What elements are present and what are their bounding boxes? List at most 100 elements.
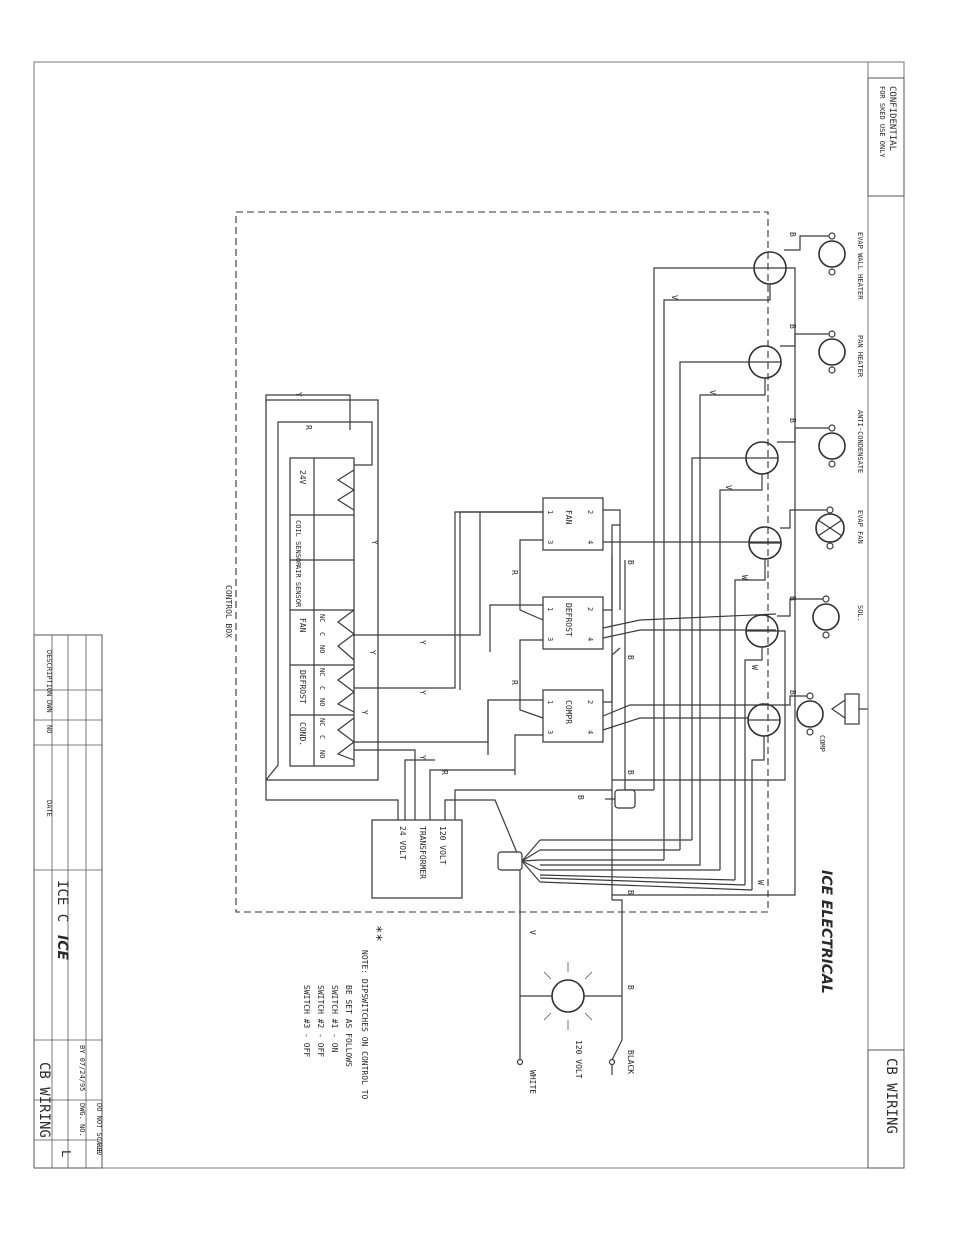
svg-text:4: 4 xyxy=(586,637,594,641)
relay-compr-label: COMPR xyxy=(564,700,573,724)
tb-coil-sensor: COIL SENSOR xyxy=(294,520,302,567)
svg-text:1: 1 xyxy=(546,700,554,704)
wire-code-b-6: B xyxy=(626,560,635,565)
evap-wall-heater-label: EVAP WALL HEATER xyxy=(856,232,864,300)
comp-label: COMP xyxy=(818,735,826,752)
note-marker: ** xyxy=(368,925,384,942)
wire-code-r-1: R xyxy=(304,425,313,430)
load-evap-fan: EVAP FAN xyxy=(748,506,864,560)
title-block-drawn: DWN xyxy=(45,700,53,713)
control-box-enclosure xyxy=(235,211,769,913)
tb-defrost-no: NO xyxy=(318,698,326,706)
drawing-border xyxy=(33,61,905,1169)
svg-text:2: 2 xyxy=(586,700,594,704)
wire-code-b-11: B xyxy=(626,985,635,990)
note-line-5: SWITCH #3 - OFF xyxy=(302,985,311,1057)
svg-text:4: 4 xyxy=(586,730,594,734)
wire-code-w-1: W xyxy=(740,575,749,580)
relay-compr: COMPR 2 1 4 3 xyxy=(487,647,779,775)
wire-code-v-2: V xyxy=(708,390,717,395)
tb-fan-c: C xyxy=(318,632,326,636)
confidential-label: CONFIDENTIAL xyxy=(887,86,897,151)
pan-heater-label: PAN HEATER xyxy=(856,335,864,378)
wire-codes: B B B B B B B B B B B V V V V W W W Y Y … xyxy=(294,232,797,990)
wire-code-y-3: Y xyxy=(418,640,427,645)
tb-cond-c: C xyxy=(318,735,326,739)
svg-text:2: 2 xyxy=(586,510,594,514)
supply-120v: 120 VOLT BLACK WHITE xyxy=(516,899,635,1094)
svg-text:3: 3 xyxy=(546,540,554,544)
anti-condensate-label: ANTI-CONDENSATE xyxy=(856,410,864,473)
dipswitch-note: ** NOTE: DIPSWITCHES ON CONTROL TO BE SE… xyxy=(302,925,384,1099)
wire-code-v-3: V xyxy=(724,485,733,490)
wire-code-b-1: B xyxy=(788,232,797,237)
title-block-date-field: BY 07/24/95 xyxy=(78,1045,86,1091)
load-wiring-bundle xyxy=(539,267,796,896)
wire-code-b-2: B xyxy=(788,324,797,329)
title-block-sheet-title: CB WIRING xyxy=(36,1062,52,1138)
title-block-do-not-scale: DO NOT SCALE xyxy=(95,1103,103,1154)
wire-code-b-5: B xyxy=(788,690,797,695)
title-block: DESCRIPTION NO DATE DWN BY 07/24/95 DO N… xyxy=(33,634,103,1169)
transformer: 120 VOLT TRANSFORMER 24 VOLT xyxy=(371,759,612,899)
tb-defrost-nc: NC xyxy=(318,668,326,676)
tb-air-sensor: AIR SENSOR xyxy=(294,565,302,608)
load-pan-heater: PAN HEATER xyxy=(748,330,864,379)
confidential-box: CONFIDENTIAL FOR SKED USE ONLY xyxy=(867,77,905,197)
relay-defrost-label: DEFROST xyxy=(564,603,573,637)
title-block-dwg-no: DWG. NO. xyxy=(78,1103,86,1137)
svg-text:2: 2 xyxy=(586,607,594,611)
note-line-1: NOTE: DIPSWITCHES ON CONTROL TO xyxy=(360,950,369,1099)
title-block-ice-c: ICE C xyxy=(54,880,70,922)
note-line-2: BE SET AS FOLLOWS xyxy=(344,985,353,1067)
wire-code-r-2: R xyxy=(510,570,519,575)
svg-text:1: 1 xyxy=(546,607,554,611)
title-block-rev: REV xyxy=(95,1143,103,1156)
note-line-4: SWITCH #2 - OFF xyxy=(316,985,325,1057)
confidential-sub-label: FOR SKED USE ONLY xyxy=(878,86,886,158)
wire-code-y-5: Y xyxy=(368,650,377,655)
tb-defrost-c: C xyxy=(318,686,326,690)
wire-code-w-2: W xyxy=(750,665,759,670)
relay-interconnects xyxy=(519,520,626,900)
transformer-secondary: 24 VOLT xyxy=(398,826,407,860)
supply-voltage: 120 VOLT xyxy=(574,1040,583,1079)
wire-code-b-7: B xyxy=(626,655,635,660)
note-line-3: SWITCH #1 - ON xyxy=(330,985,339,1053)
tb-24v: 24V xyxy=(298,470,307,485)
wire-code-b-4: B xyxy=(788,596,797,601)
wire-code-r-3: R xyxy=(510,680,519,685)
wire-code-v-1: V xyxy=(670,295,679,300)
wire-code-y-2: Y xyxy=(370,540,379,545)
wire-code-w-3: W xyxy=(756,880,765,885)
terminal-jumpers xyxy=(265,394,543,820)
load-solenoid: SOL. xyxy=(745,595,864,648)
relay-fan: FAN 2 1 4 3 xyxy=(459,497,780,690)
wire-code-v-4: V xyxy=(528,930,537,935)
supply-black: BLACK xyxy=(626,1050,635,1074)
tb-cond-no: NO xyxy=(318,750,326,758)
title-block-no: NO xyxy=(45,725,53,733)
wire-code-r-4: R xyxy=(440,770,449,775)
supply-white: WHITE xyxy=(528,1070,537,1094)
svg-text:3: 3 xyxy=(546,637,554,641)
load-compressor: COMP xyxy=(747,692,868,752)
tb-fan-nc: NC xyxy=(318,614,326,622)
tb-fan-no: NO xyxy=(318,645,326,653)
relay-fan-label: FAN xyxy=(564,510,573,525)
wire-code-b-9: B xyxy=(626,770,635,775)
wire-junction xyxy=(497,789,636,1060)
terminal-block: 24V COIL SENSOR AIR SENSOR FAN DEFROST C… xyxy=(265,399,379,781)
transformer-primary: 120 VOLT xyxy=(438,826,447,865)
wire-code-b-10: B xyxy=(626,890,635,895)
svg-text:3: 3 xyxy=(546,730,554,734)
diagram-heading: ICE ELECTRICAL xyxy=(818,870,834,994)
wire-code-y-7: Y xyxy=(360,710,369,715)
load-anti-condensate: ANTI-CONDENSATE xyxy=(745,410,864,475)
sheet-title-right-label: CB WIRING xyxy=(883,1058,899,1134)
svg-text:4: 4 xyxy=(586,540,594,544)
title-block-date: DATE xyxy=(45,800,53,817)
control-box-label: CONTROL BOX xyxy=(224,585,233,638)
title-block-revision-letter: L xyxy=(59,1150,73,1157)
tb-cond-nc: NC xyxy=(318,718,326,726)
